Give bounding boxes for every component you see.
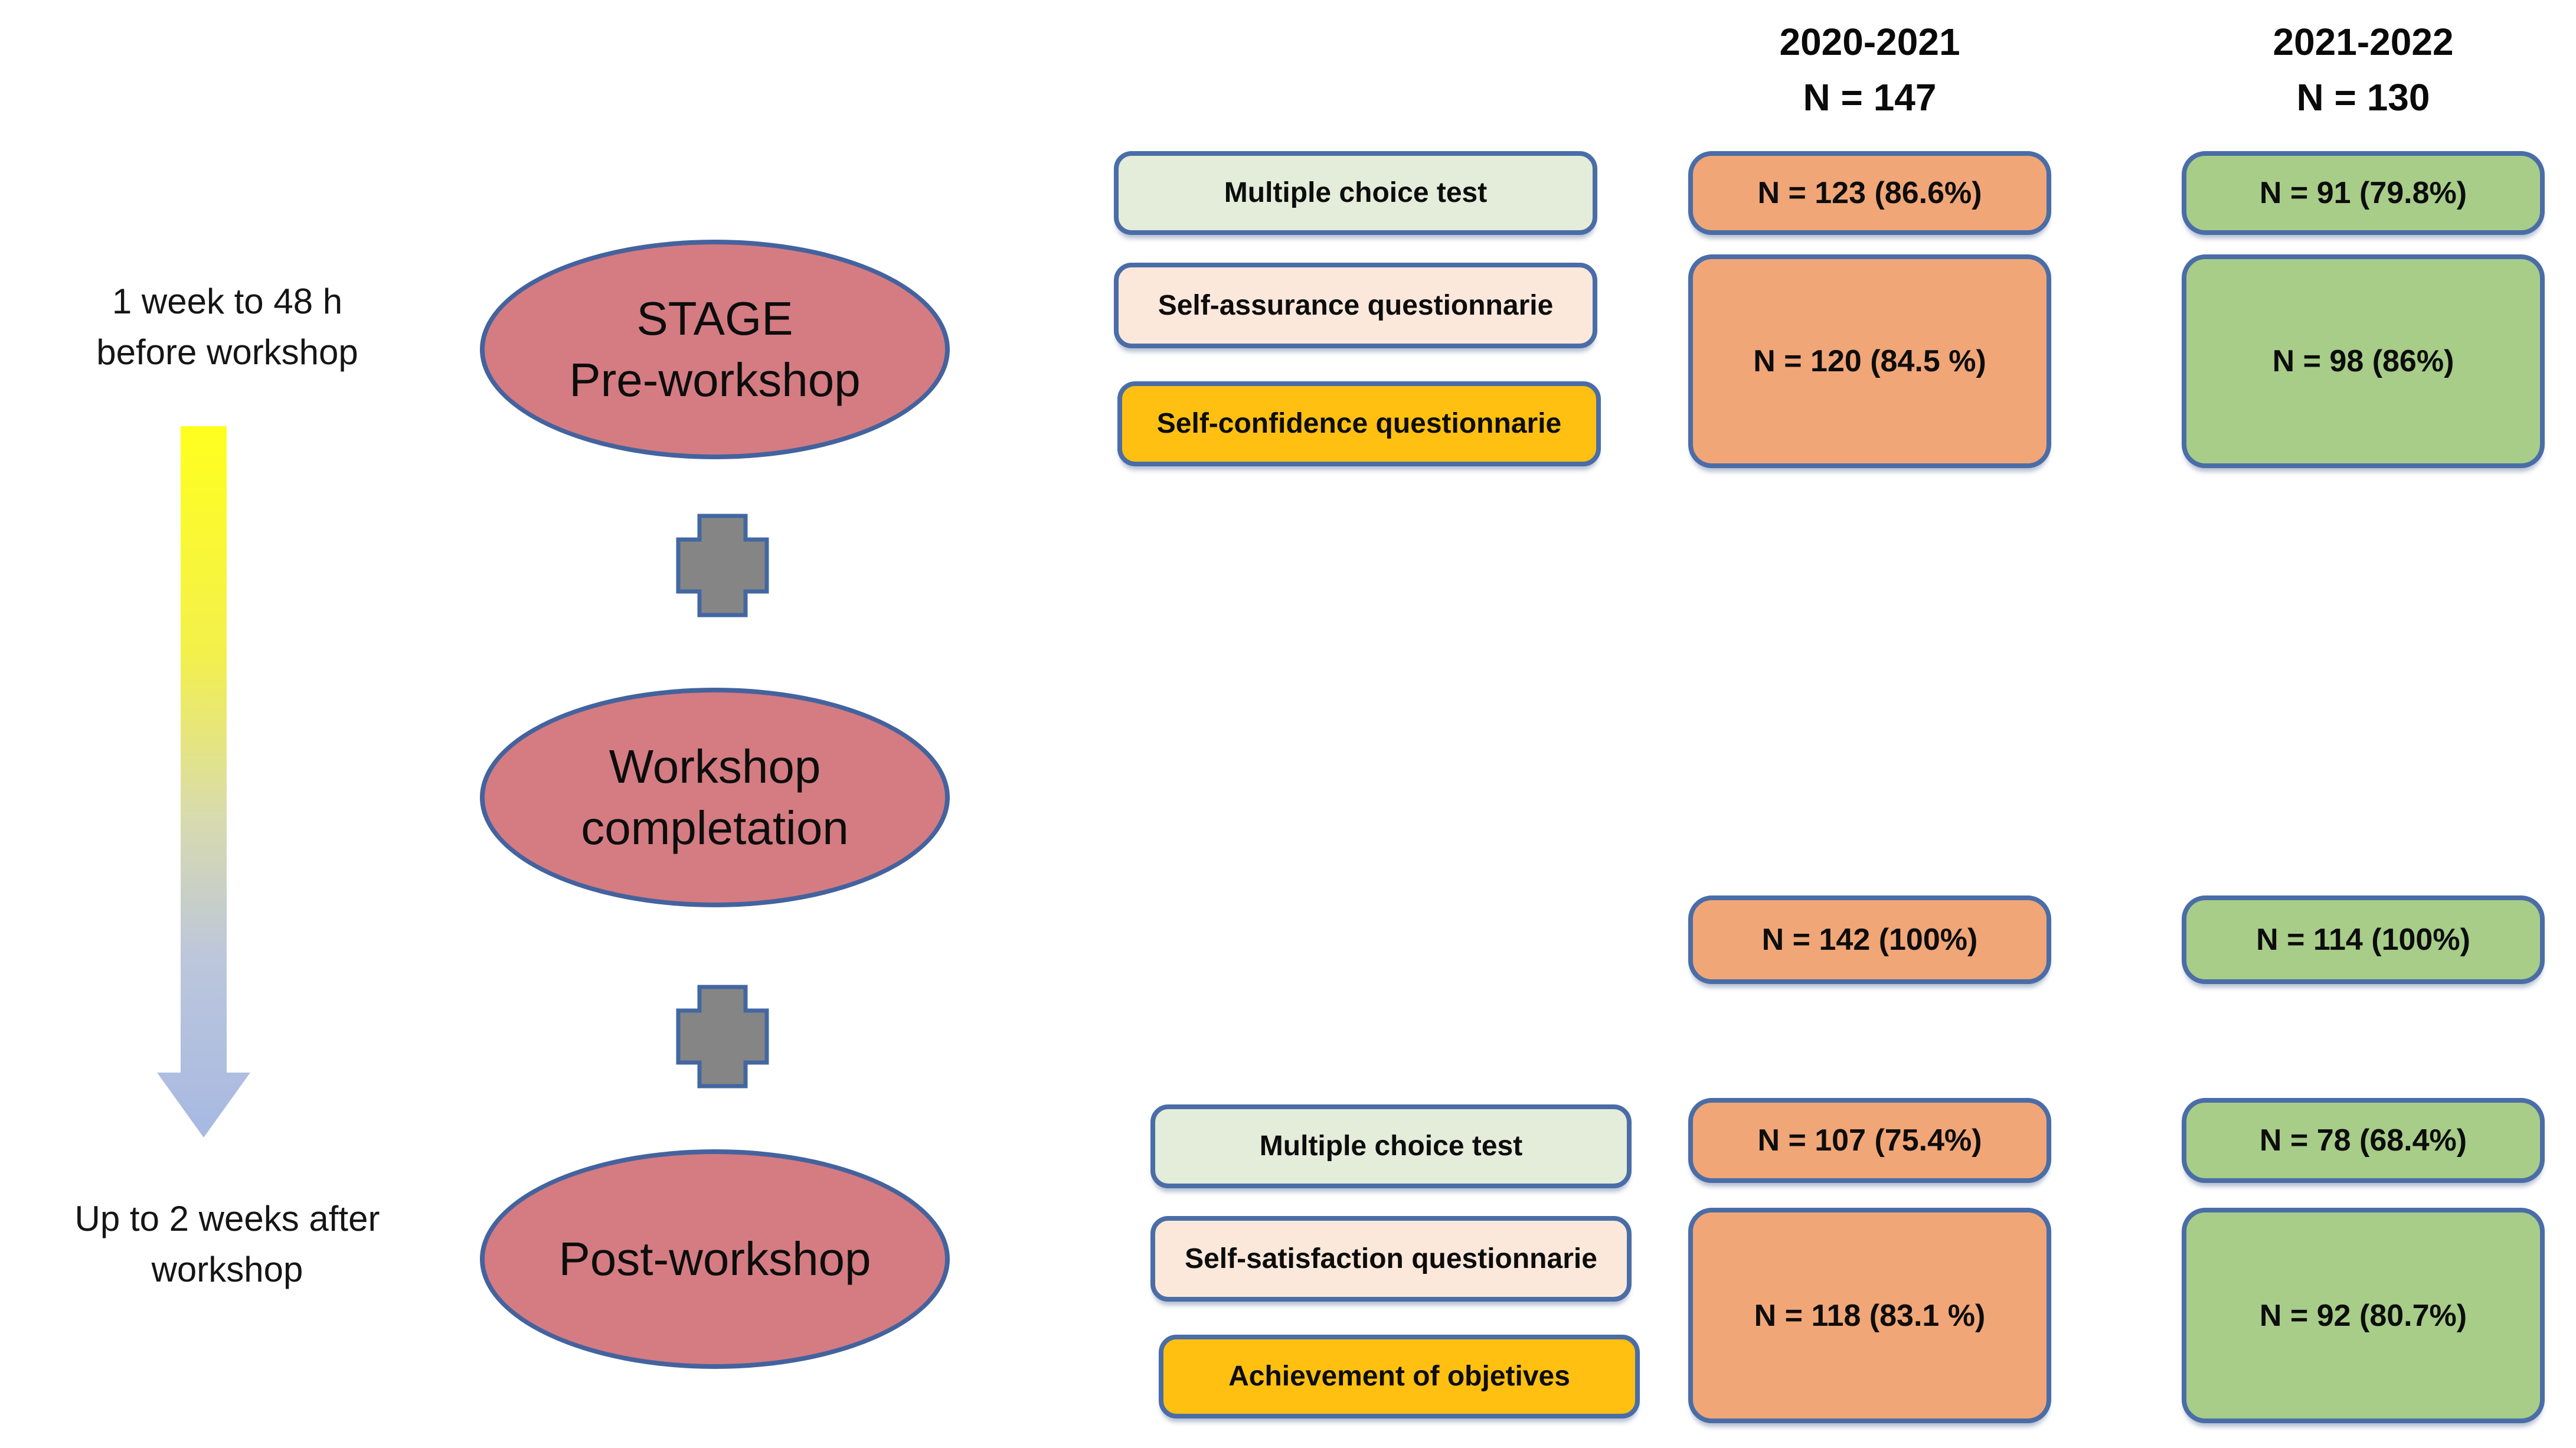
pre-mc-2021-value: N = 91 (79.8%) [2259,176,2467,210]
post-mc-test-label-box: Multiple choice test [1150,1104,1632,1188]
pre-mc-2020-value-box: N = 123 (86.6%) [1688,151,2051,235]
stage-post-label: Post-workshop [558,1233,871,1285]
pre-assurance-label-box: Self-assurance questionnarie [1114,263,1597,348]
pre-quest-2021-value-box: N = 98 (86%) [2182,254,2545,468]
post-quest-2020-value: N = 118 (83.1 %) [1754,1298,1986,1333]
post-mc-2021-value: N = 78 (68.4%) [2259,1123,2467,1158]
cohort-header-2020-2021: 2020-2021 N = 147 [1688,14,2051,125]
post-satisfaction-label: Self-satisfaction questionnarie [1185,1243,1597,1274]
completion-2020-value-box: N = 142 (100%) [1688,895,2051,984]
cohort-n: N = 130 [2296,76,2430,119]
post-mc-2020-value: N = 107 (75.4%) [1757,1123,1982,1158]
pre-mc-2021-value-box: N = 91 (79.8%) [2182,151,2545,235]
post-mc-test-label: Multiple choice test [1259,1130,1523,1162]
timeline-after-line2: workshop [151,1250,303,1289]
pre-quest-2020-value-box: N = 120 (84.5 %) [1688,254,2051,468]
pre-quest-2020-value: N = 120 (84.5 %) [1753,344,1986,378]
timeline-after-label: Up to 2 weeks after workshop [0,1194,455,1295]
post-quest-2021-value: N = 92 (80.7%) [2259,1298,2467,1333]
stage-ellipse-pre-workshop: STAGE Pre-workshop [480,240,950,459]
pre-confidence-label-box: Self-confidence questionnarie [1117,381,1601,466]
pre-assurance-label: Self-assurance questionnarie [1158,289,1554,321]
stage-pre-line2: Pre-workshop [569,354,861,406]
stage-completion-line1: Workshop [609,740,821,793]
cohort-header-2021-2022: 2021-2022 N = 130 [2182,14,2545,125]
pre-mc-test-label-box: Multiple choice test [1114,151,1597,235]
timeline-before-line2: before workshop [96,332,358,372]
post-quest-2020-value-box: N = 118 (83.1 %) [1688,1208,2051,1423]
plus-connector-icon [676,985,769,1089]
post-quest-2021-value-box: N = 92 (80.7%) [2182,1208,2545,1423]
cohort-n: N = 147 [1803,76,1937,119]
completion-2021-value: N = 114 (100%) [2256,923,2470,957]
pre-mc-2020-value: N = 123 (86.6%) [1757,176,1982,210]
stage-pre-line1: STAGE [636,292,793,345]
post-mc-2021-value-box: N = 78 (68.4%) [2182,1098,2545,1183]
completion-2021-value-box: N = 114 (100%) [2182,895,2545,984]
post-satisfaction-label-box: Self-satisfaction questionnarie [1150,1216,1632,1302]
stage-ellipse-workshop-completion: Workshop completation [480,688,950,907]
timeline-gradient-arrow-icon [157,426,250,1138]
post-mc-2020-value-box: N = 107 (75.4%) [1688,1098,2051,1183]
timeline-before-line1: 1 week to 48 h [112,282,343,321]
post-achievement-label: Achievement of objetives [1228,1361,1570,1392]
completion-2020-value: N = 142 (100%) [1761,923,1978,957]
post-achievement-label-box: Achievement of objetives [1159,1335,1640,1418]
stage-completion-line2: completation [581,802,849,854]
plus-connector-icon [676,514,769,617]
pre-confidence-label: Self-confidence questionnarie [1156,408,1562,439]
timeline-before-label: 1 week to 48 h before workshop [18,276,437,378]
pre-quest-2021-value: N = 98 (86%) [2272,344,2454,378]
pre-mc-test-label: Multiple choice test [1224,177,1488,208]
cohort-year: 2020-2021 [1779,21,1960,63]
timeline-after-line1: Up to 2 weeks after [74,1199,380,1238]
cohort-year: 2021-2022 [2273,21,2454,63]
stage-ellipse-post-workshop: Post-workshop [480,1149,950,1369]
